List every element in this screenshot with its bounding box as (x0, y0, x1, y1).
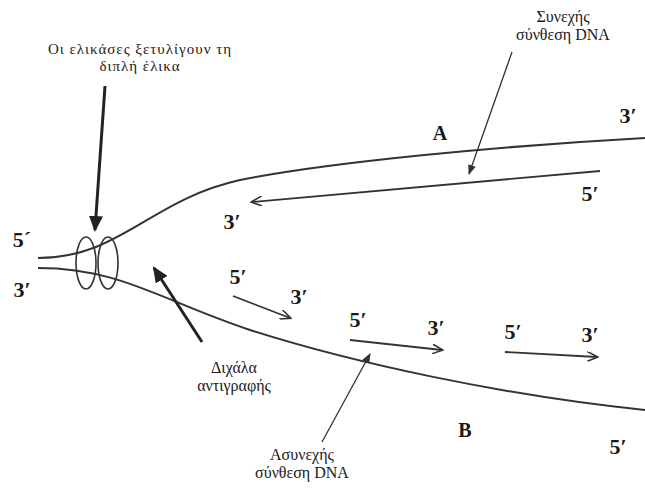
leading-strand-arrow (252, 171, 600, 202)
strand-end-label: 5′ (504, 319, 521, 344)
strand-letter: B (458, 419, 471, 442)
leader-arrow (95, 86, 105, 230)
annotation-text: Ασυνεχής σύνθεση DNA (247, 446, 357, 483)
strand-end-label: 5′ (349, 307, 366, 332)
parental-strand-bottom (38, 268, 645, 410)
okazaki-fragment (505, 352, 597, 357)
helicase-ring (98, 237, 118, 289)
strand-end-label: 3′ (581, 322, 598, 347)
leader-arrow (154, 268, 202, 342)
strand-end-label: 3′ (427, 315, 444, 340)
annotation-text: Οι ελικάσες ξετυλίγουν τη διπλή έλικα (33, 41, 248, 76)
okazaki-fragment (233, 296, 290, 318)
helicase-ring (76, 237, 96, 289)
strand-end-label: 3′ (13, 277, 30, 302)
annotation-text: Συνεχής σύνθεση DNA (508, 8, 618, 45)
leader-arrow (322, 354, 370, 442)
strand-end-label: 3′ (619, 103, 636, 128)
okazaki-fragment (350, 340, 442, 350)
strand-end-label: 3′ (223, 209, 240, 234)
strand-end-label: 3′ (290, 284, 307, 309)
leader-arrow (469, 52, 512, 174)
strand-end-label: 5´ (13, 227, 31, 252)
annotation-text: Διχάλα αντιγραφής (182, 359, 287, 396)
parental-strand-top (38, 138, 645, 258)
strand-end-label: 5′ (609, 434, 626, 459)
strand-letter: A (433, 122, 447, 145)
strand-end-label: 5′ (229, 264, 246, 289)
strand-end-label: 5′ (581, 181, 598, 206)
